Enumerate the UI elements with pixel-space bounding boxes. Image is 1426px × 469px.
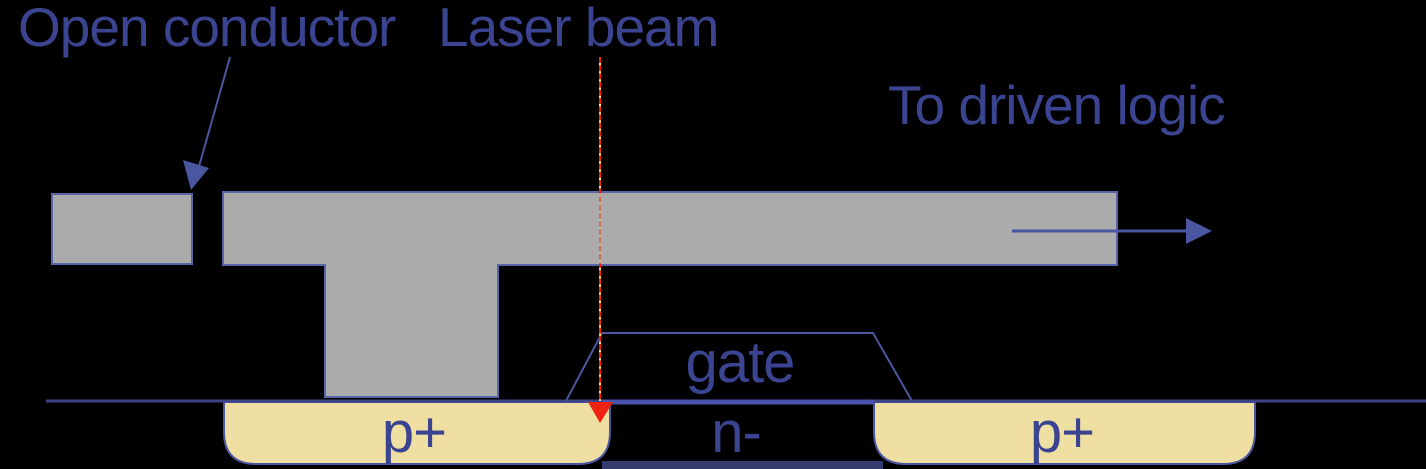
laser-impact-arrowhead (588, 402, 613, 423)
open-conductor-arrow-line (197, 56, 231, 171)
laser-beam-label: Laser beam (438, 0, 719, 58)
open-conductor-label: Open conductor (18, 0, 396, 58)
metal-trace-t (222, 191, 1118, 398)
p-well-left (223, 401, 611, 465)
open-conductor-arrowhead-icon (183, 160, 209, 190)
n-minus-label: n- (711, 400, 762, 465)
driven-logic-arrowhead-icon (1186, 218, 1212, 244)
to-driven-logic-label: To driven logic (888, 74, 1226, 136)
p-well-right (873, 401, 1256, 465)
gate-outline (565, 332, 913, 402)
p-plus-left-label: p+ (381, 400, 447, 465)
gate-label: gate (685, 330, 796, 395)
p-plus-right-label: p+ (1029, 400, 1095, 465)
open-conductor-stub (51, 193, 193, 265)
buried-layer-bar (602, 461, 883, 469)
